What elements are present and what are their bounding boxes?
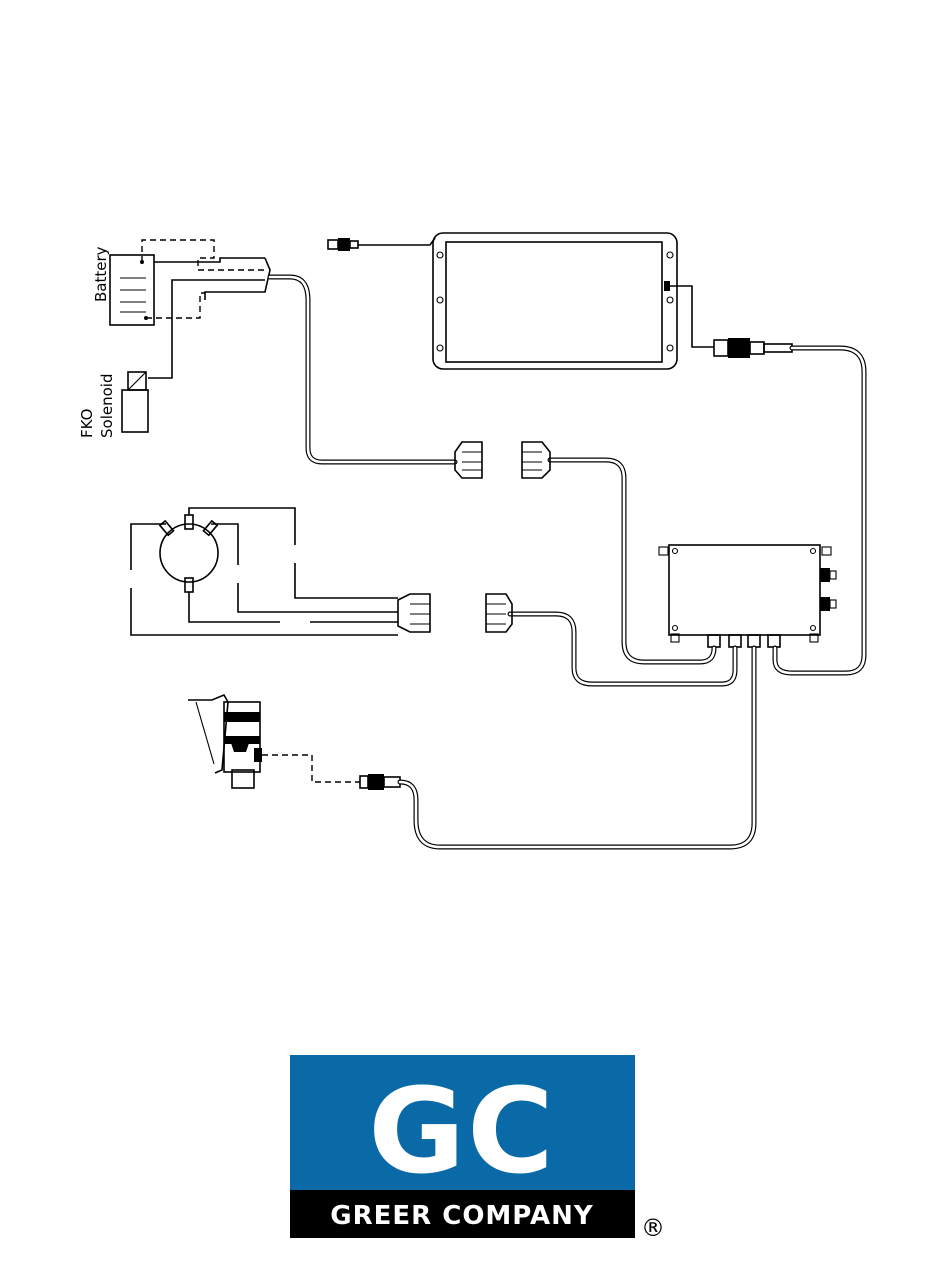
boom-tip-assembly xyxy=(188,695,262,788)
display-plug-connector xyxy=(328,238,435,251)
logo-company-name: GREER COMPANY xyxy=(330,1201,594,1231)
inline-connector-lower xyxy=(398,594,512,632)
junction-box xyxy=(659,545,836,647)
display-panel xyxy=(433,233,677,369)
display-cable-connector xyxy=(670,286,792,358)
solenoid-label: Solenoid xyxy=(98,374,116,438)
sensor-cable-connector xyxy=(262,755,400,790)
inline-connector-upper xyxy=(455,442,550,478)
registered-mark: ® xyxy=(641,1214,665,1242)
anti-two-block-sensor xyxy=(125,508,398,635)
fko-solenoid xyxy=(122,372,148,432)
greer-company-logo: GC GREER COMPANY xyxy=(290,1055,635,1238)
battery xyxy=(110,255,154,325)
battery-label: Battery xyxy=(92,246,110,302)
battery-wiring xyxy=(142,240,270,378)
fko-label: FKO xyxy=(78,409,96,438)
logo-initials: GC xyxy=(368,1062,555,1200)
